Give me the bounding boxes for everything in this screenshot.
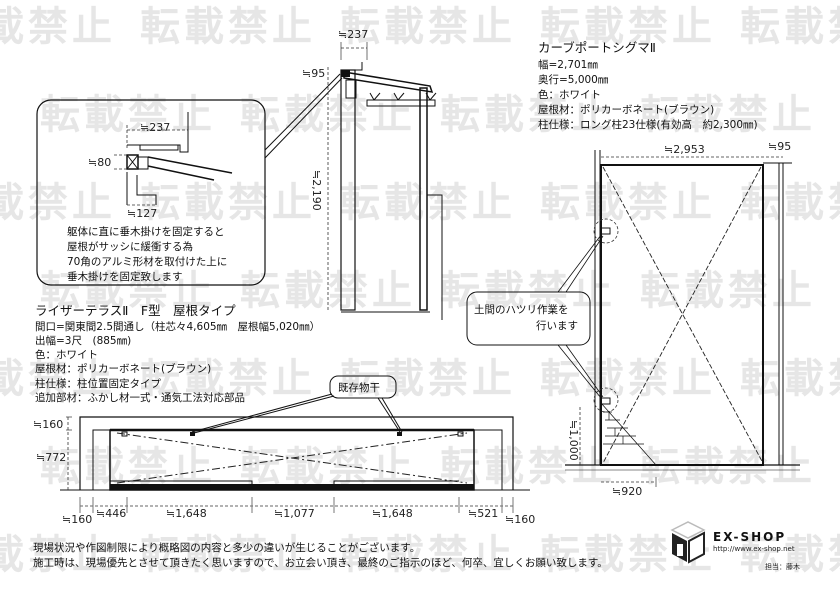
dim-label: ≒772	[36, 451, 66, 464]
dim-label: ≒160	[62, 513, 92, 526]
spec-line: 幅=2,701㎜	[538, 58, 598, 71]
staff-name: 担当：藤木	[765, 562, 800, 571]
note-line: 垂木掛けを固定致します	[67, 270, 183, 283]
watermark-text: 転載禁止	[740, 532, 840, 578]
watermark-text: 転載禁止	[540, 356, 716, 402]
note-line: 土間のハツリ作業を	[474, 303, 569, 316]
watermark-text: 転載禁止	[240, 268, 416, 314]
watermark-text: 転載禁止	[440, 92, 616, 138]
spec-line: 屋根材：ポリカーボネート(ブラウン)	[538, 103, 714, 116]
footer: 現場状況や作図制限により概略図の内容と多少の違いが生じることがございます。 施工…	[33, 521, 800, 571]
watermark-text: 転載禁止	[640, 444, 816, 490]
logo-url: http://www.ex-shop.net	[713, 545, 795, 553]
watermark-text: 転載禁止	[540, 180, 716, 226]
note-line: 70角のアルミ形材を取付けた上に	[67, 255, 227, 268]
watermark-text: 転載禁止	[0, 4, 116, 50]
watermark-text: 転載禁止	[640, 92, 816, 138]
watermark-text: 転載禁止	[140, 532, 316, 578]
dim-label: ≒2,953	[664, 143, 705, 156]
watermark-text: 転載禁止	[540, 4, 716, 50]
dim-label: ≒127	[127, 207, 157, 220]
dim-label: ≒95	[768, 140, 791, 153]
dim-label: ≒1,648	[372, 507, 413, 520]
spec-line: 柱仕様：柱位置固定タイプ	[35, 377, 161, 390]
spec-line: 奥行=5,000㎜	[538, 73, 609, 86]
watermark-text: 転載禁止	[340, 532, 516, 578]
spec-line: 色：ホワイト	[35, 348, 98, 361]
note-line: 躯体に直に垂木掛けを固定すると	[67, 225, 225, 238]
footer-line: 現場状況や作図制限により概略図の内容と多少の違いが生じることがございます。	[33, 541, 420, 554]
dim-label: ≒237	[140, 121, 170, 134]
carport-spec: カーブポートシグマⅡ 幅=2,701㎜ 奥行=5,000㎜ 色：ホワイト 屋根材…	[538, 40, 758, 131]
watermark-text: 転載禁止	[340, 356, 516, 402]
watermark-text: 転載禁止	[140, 180, 316, 226]
dim-label: ≒1,648	[166, 507, 207, 520]
detail-callout: ≒237 ≒80 ≒127 躯体に直に垂木掛けを固定すると 屋根がサッシに緩衝す…	[36, 73, 343, 286]
spec-line: 追加部材：ふかし材一式・通気工法対応部品	[35, 391, 245, 404]
dim-label: ≒446	[96, 507, 126, 520]
dim-label: ≒95	[302, 67, 325, 80]
note-line: 屋根がサッシに緩衝する為	[67, 240, 193, 253]
existing-dryer-label: 既存物干	[338, 381, 380, 394]
dim-label: ≒160	[505, 513, 535, 526]
spec-title: カーブポートシグマⅡ	[538, 40, 656, 55]
watermark-text: 転載禁止	[440, 268, 616, 314]
watermark-text: 転載禁止	[40, 444, 216, 490]
dim-label: ≒920	[612, 485, 642, 498]
footer-line: 施工時は、現場優先とさせて頂きたく思いますので、お立会い頂き、最終のご指示のほど…	[33, 556, 608, 569]
watermark-text: 転載禁止	[0, 532, 116, 578]
existing-dryer-callout: 既存物干	[191, 375, 403, 434]
watermark-text: 転載禁止	[40, 268, 216, 314]
dim-label: ≒521	[468, 507, 498, 520]
watermark-text: 転載禁止	[140, 356, 316, 402]
terrace-spec: ライザーテラスⅡ F型 屋根タイプ 間口=関東間2.5間通し（柱芯々4,605㎜…	[35, 303, 320, 404]
watermark-text: 転載禁止	[240, 444, 416, 490]
spec-line: 柱仕様：ロング柱23仕様(有効高 約2,300㎜)	[538, 118, 758, 131]
watermark-text: 転載禁止	[40, 92, 216, 138]
spec-line: 屋根材：ポリカーボネート(ブラウン)	[35, 362, 211, 375]
dim-label: ≒80	[88, 156, 111, 169]
dim-label: ≒1,000	[567, 420, 580, 461]
dimension-ticks	[79, 497, 514, 513]
dim-label: ≒2,190	[310, 170, 323, 211]
spec-title: ライザーテラスⅡ F型 屋根タイプ	[35, 303, 236, 318]
side-view: ≒237 ≒95 ≒2,190	[302, 28, 443, 320]
spec-line: 色：ホワイト	[538, 88, 601, 101]
watermark-text: 転載禁止	[740, 180, 840, 226]
dim-label: ≒237	[338, 28, 368, 41]
carport-plan: ≒2,953 ≒95 ≒1,000 ≒920 土間のハツリ作業を 行います	[466, 140, 800, 498]
note-line: 行います	[536, 319, 578, 332]
dim-label: ≒1,077	[274, 507, 315, 520]
watermark-text: 転載禁止	[640, 268, 816, 314]
front-view: ≒160 ≒772 ≒160 ≒446 ≒1,648 ≒1,077 ≒1,648…	[33, 416, 535, 526]
logo-name: EX-SHOP	[713, 530, 786, 544]
watermark-text: 転載禁止	[340, 4, 516, 50]
watermark-text: 転載禁止	[740, 356, 840, 402]
watermark-text: 転載禁止	[0, 356, 116, 402]
watermark-text: 転載禁止	[340, 180, 516, 226]
spec-line: 出幅=3尺 (885㎜)	[35, 334, 131, 347]
ex-shop-logo-icon	[670, 521, 706, 564]
dim-label: ≒160	[33, 418, 63, 431]
watermark: 転載禁止転載禁止転載禁止転載禁止転載禁止転載禁止転載禁止転載禁止転載禁止転載禁止…	[0, 4, 840, 578]
spec-line: 間口=関東間2.5間通し（柱芯々4,605㎜ 屋根幅5,020㎜）	[35, 320, 320, 333]
watermark-text: 転載禁止	[440, 444, 616, 490]
watermark-text: 転載禁止	[0, 180, 116, 226]
watermark-text: 転載禁止	[740, 4, 840, 50]
watermark-text: 転載禁止	[140, 4, 316, 50]
